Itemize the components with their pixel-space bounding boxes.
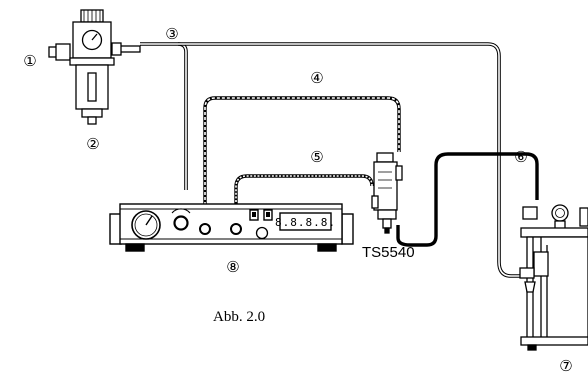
pressure-gauge: [131, 210, 161, 240]
callout-5: ⑤: [310, 148, 323, 166]
pressure-tank: [519, 204, 588, 351]
dispense-valve: [371, 152, 403, 234]
hose-air-valve: [203, 96, 401, 220]
callout-6: ⑥: [514, 148, 527, 166]
cable-coiled: [234, 174, 374, 220]
push-button: [255, 226, 269, 240]
callout-3: ③: [165, 25, 178, 43]
callout-4: ④: [310, 69, 323, 87]
filter-regulator: [48, 9, 141, 125]
outlet-cable-fitting: [230, 223, 242, 235]
display-readout: 8.8.8.8.: [275, 216, 336, 229]
hose-fluid: [396, 152, 539, 247]
figure-caption: Abb. 2.0: [213, 309, 265, 325]
outlet-air-fitting: [199, 223, 211, 235]
regulator-knob: [171, 208, 191, 231]
callout-8: ⑧: [226, 258, 239, 276]
callout-2: ②: [86, 135, 99, 153]
controller-unit: 8.8.8.8.: [109, 203, 354, 252]
model-label: TS5540: [362, 244, 415, 261]
hose-supply: [140, 42, 520, 278]
callout-7: ⑦: [559, 357, 572, 375]
callout-1: ①: [23, 52, 36, 70]
led-display: [279, 212, 332, 231]
